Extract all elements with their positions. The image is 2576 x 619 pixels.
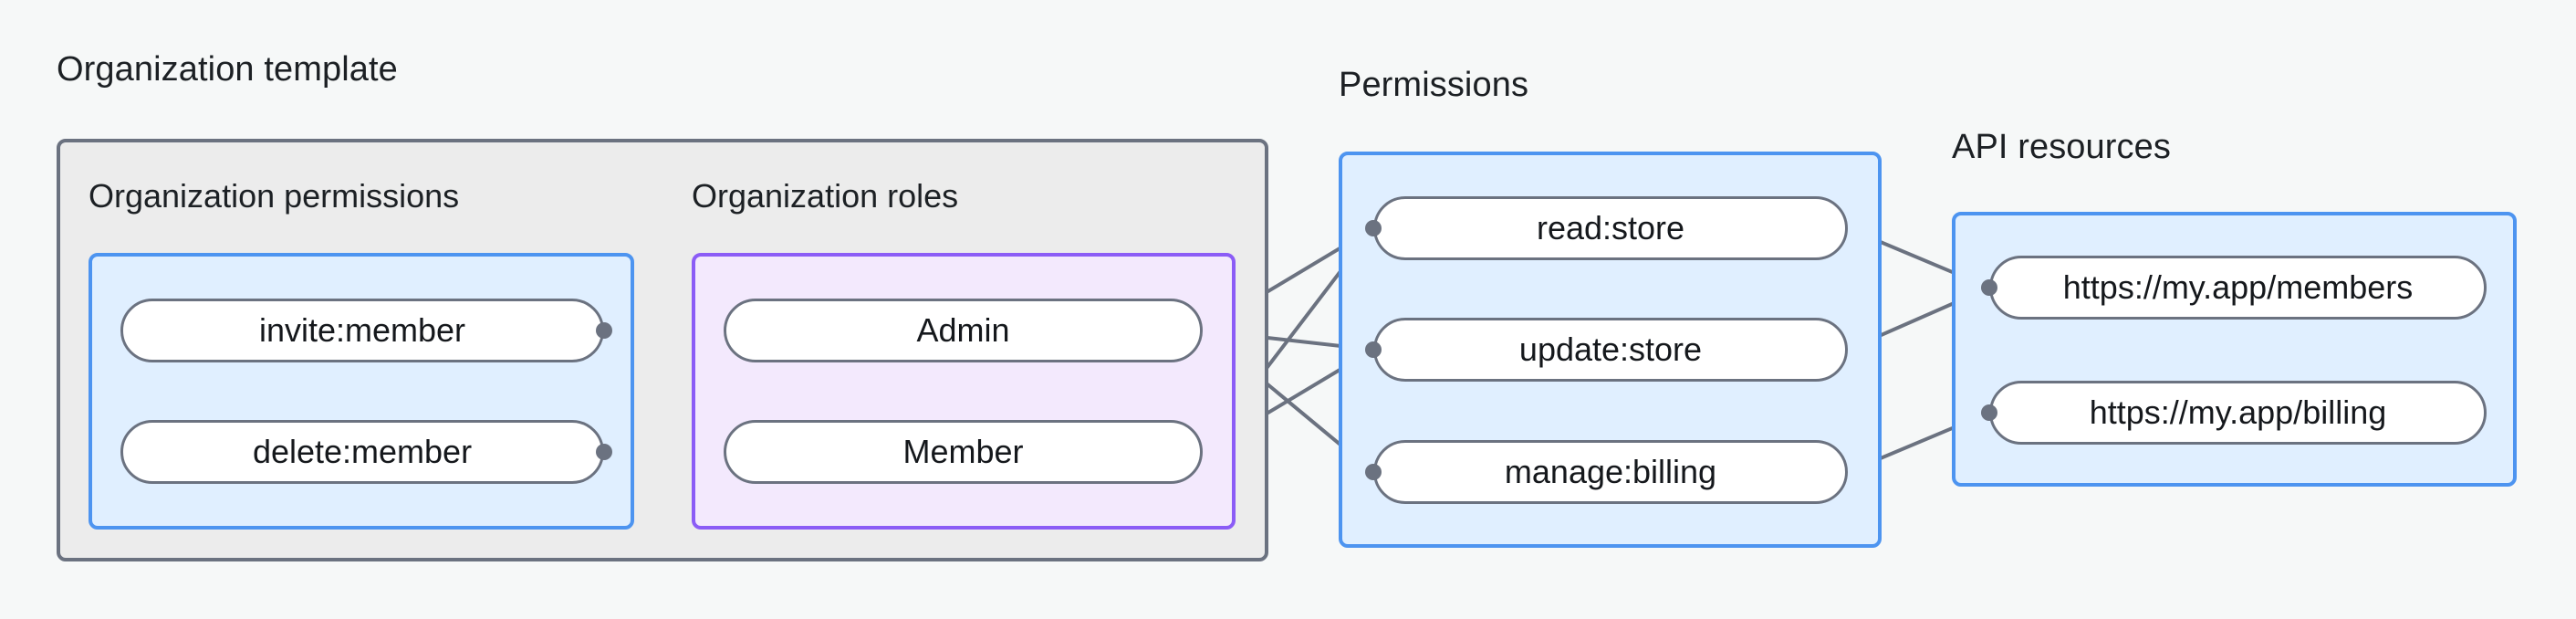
- node-member-label: Member: [902, 433, 1024, 470]
- organization-permissions-label: Organization permissions: [89, 177, 460, 215]
- node-manage-billing[interactable]: manage:billing: [1373, 440, 1848, 504]
- connector-dot-members-url: [1981, 279, 1997, 296]
- permissions-label: Permissions: [1339, 66, 1529, 104]
- organization-permissions-container: [89, 253, 634, 530]
- organization-template-label: Organization template: [57, 50, 398, 89]
- api-resources-label: API resources: [1952, 128, 2171, 166]
- node-billing-url[interactable]: https://my.app/billing: [1989, 381, 2487, 445]
- node-read-store-label: read:store: [1536, 209, 1685, 247]
- node-delete-member-label: delete:member: [252, 433, 473, 470]
- organization-roles-container: [692, 253, 1236, 530]
- node-update-store-label: update:store: [1518, 330, 1703, 368]
- node-member[interactable]: Member: [724, 420, 1203, 484]
- connector-dot-update-store: [1365, 341, 1382, 358]
- node-manage-billing-label: manage:billing: [1504, 453, 1717, 490]
- node-admin[interactable]: Admin: [724, 299, 1203, 362]
- node-invite-member-label: invite:member: [258, 311, 466, 349]
- organization-roles-label: Organization roles: [692, 177, 959, 215]
- node-billing-url-label: https://my.app/billing: [2089, 393, 2387, 431]
- node-members-url[interactable]: https://my.app/members: [1989, 256, 2487, 320]
- connector-dot-billing-url: [1981, 404, 1997, 421]
- api-resources-container: [1952, 212, 2517, 487]
- connector-dot-read-store: [1365, 220, 1382, 236]
- connector-dot-delete-member: [596, 444, 612, 460]
- node-admin-label: Admin: [916, 311, 1010, 349]
- connector-dot-invite-member: [596, 322, 612, 339]
- node-read-store[interactable]: read:store: [1373, 196, 1848, 260]
- node-invite-member[interactable]: invite:member: [120, 299, 604, 362]
- node-update-store[interactable]: update:store: [1373, 318, 1848, 382]
- node-delete-member[interactable]: delete:member: [120, 420, 604, 484]
- connector-dot-manage-billing: [1365, 464, 1382, 480]
- node-members-url-label: https://my.app/members: [2062, 268, 2414, 306]
